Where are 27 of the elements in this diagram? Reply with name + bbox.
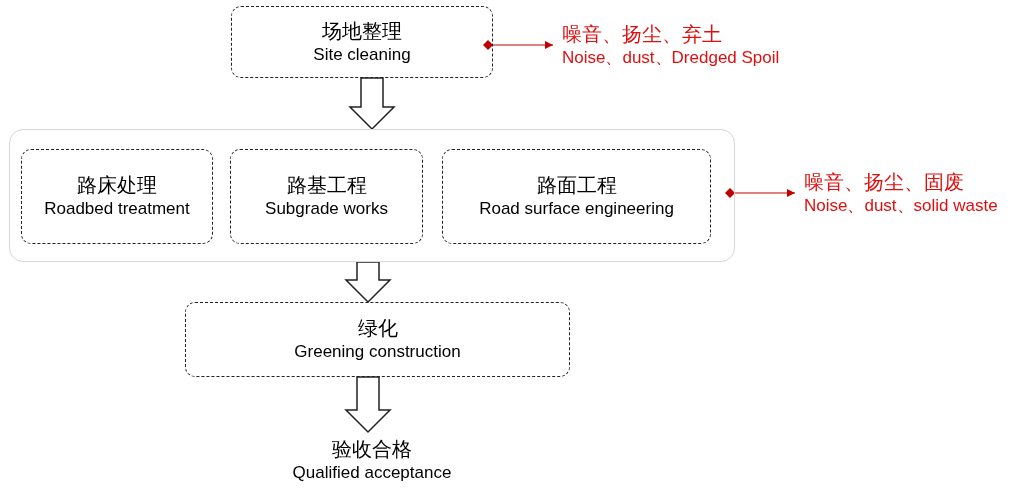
box-label: 场地整理	[322, 17, 402, 44]
block-arrow	[344, 261, 392, 304]
impact-label: 噪音、扬尘、固废	[804, 168, 964, 195]
process-box	[442, 149, 711, 244]
process-box	[230, 149, 423, 244]
block-arrow	[348, 77, 396, 131]
box-label: 路基工程	[286, 172, 367, 199]
arrow	[725, 188, 796, 198]
impact-label: Noise、dust、Dredged Spoil	[562, 46, 780, 69]
group-box	[9, 129, 735, 262]
box-label: Roadbed treatment	[44, 198, 190, 221]
box-label: 绿化	[357, 315, 398, 342]
step-label: 验收合格	[332, 435, 412, 462]
block-arrow	[344, 376, 392, 434]
step-label: Qualified acceptance	[292, 461, 452, 484]
box-label: 路面工程	[536, 172, 617, 199]
process-box	[185, 302, 570, 377]
box-label: Site cleaning	[313, 43, 411, 66]
arrow	[483, 40, 554, 50]
box-label: Road surface engineering	[479, 198, 674, 221]
process-box	[231, 6, 493, 78]
impact-label: 噪音、扬尘、弃土	[562, 20, 722, 47]
box-label: Subgrade works	[265, 198, 388, 221]
process-box	[21, 149, 213, 244]
impact-label: Noise、dust、solid waste	[804, 194, 998, 217]
box-label: Greening construction	[294, 341, 461, 364]
box-label: 路床处理	[77, 172, 157, 199]
